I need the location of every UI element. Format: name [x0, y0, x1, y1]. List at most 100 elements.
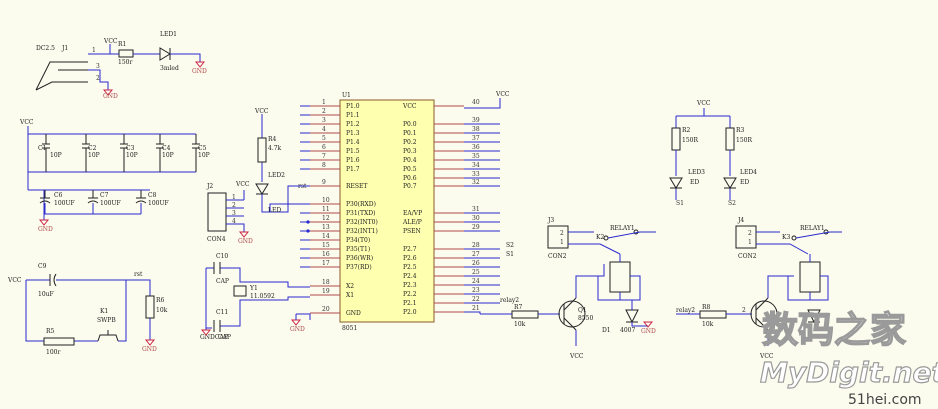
- ic-pins: 1P1.02P1.13P1.24P1.35P1.46P1.57P1.68P1.7…: [269, 99, 514, 317]
- r3-value: 150R: [736, 137, 752, 144]
- s2-label-leds: S2: [728, 200, 736, 207]
- connector-j3: [547, 225, 569, 249]
- ic-pin-name: P32(INT0): [346, 219, 378, 226]
- ic-pin-number: 1: [322, 99, 326, 106]
- c3-label: C3: [126, 145, 135, 152]
- ic-pin-number: 11: [322, 206, 330, 213]
- u1-label: U1: [342, 92, 351, 99]
- ic-pin-name: P31(TXD): [346, 210, 375, 217]
- ic-pin-name: P2.3: [403, 282, 417, 289]
- r5-label: R5: [46, 328, 55, 335]
- led4-icon: [723, 177, 737, 189]
- vcc-label-jack: VCC: [103, 38, 118, 45]
- ic-pin-number: 6: [322, 144, 326, 151]
- ic-pin-name: GND: [346, 310, 361, 317]
- led2-label: LED2: [268, 172, 285, 179]
- svg-text:1: 1: [92, 47, 96, 54]
- gnd-label-led1: GND: [192, 68, 207, 75]
- c9-value: 10uF: [38, 291, 54, 298]
- r5-value: 100r: [46, 349, 60, 356]
- power-jack-section: DC2.5 J1 1 3 2 VCC R1 150r LED1 3mled GN…: [35, 31, 207, 100]
- ic-pin-number: 27: [472, 251, 480, 258]
- ic-pin-number: 25: [472, 269, 480, 276]
- ic-pin-name: P35(T1): [346, 246, 370, 253]
- j2-label: J2: [206, 183, 213, 190]
- r7-value: 10k: [514, 321, 526, 328]
- ic-pin-number: 18: [322, 279, 330, 286]
- ic-pin-number: 26: [472, 260, 480, 267]
- r2-label: R2: [682, 127, 691, 134]
- ic-pin-name: P1.2: [346, 121, 360, 128]
- ic-8051: U1 8051 1P1.02P1.13P1.24P1.35P1.46P1.57P…: [269, 92, 514, 332]
- relay1-label-k3: RELAY1: [800, 225, 825, 232]
- gndcap-label: GNDCAP: [200, 334, 228, 341]
- vcc-label-leds: VCC: [696, 100, 711, 107]
- connector-j2: [207, 192, 227, 232]
- svg-text:1: 1: [748, 239, 752, 246]
- c10-label: C10: [216, 253, 228, 260]
- dc-jack-label: DC2.5: [36, 45, 55, 52]
- ic-pin-name: EA/VP: [403, 210, 422, 217]
- ic-pin-number: 15: [322, 242, 330, 249]
- swpb-label: SWPB: [97, 317, 116, 324]
- c7-label: C7: [100, 192, 109, 199]
- ic-pin-number: 28: [472, 242, 480, 249]
- watermark-site: 51hei.com: [848, 392, 922, 408]
- relay-driver-2: J4 2 1 CON2 K3 RELAY1 relay2 R8 10k VCC …: [676, 217, 842, 360]
- ic-pin-number: 5: [322, 135, 326, 142]
- ic-pin-number: 39: [472, 117, 480, 124]
- ic-pin-name: VCC: [402, 103, 417, 110]
- gnd-icon: [200, 329, 212, 336]
- d1-label: D1: [602, 327, 611, 334]
- relay-coil-2: [799, 261, 821, 293]
- svg-text:3: 3: [232, 210, 236, 217]
- ic-pin-number: 31: [472, 206, 480, 213]
- ic-pin-name: P36(WR): [346, 255, 373, 262]
- ic-pin-name: ALE/P: [402, 219, 422, 226]
- r8-value: 10k: [702, 321, 714, 328]
- ic-pin-name: P2.4: [403, 273, 417, 280]
- ic-pin-name: PSEN: [403, 228, 421, 235]
- ic-pin-number: 3: [322, 117, 326, 124]
- ic-pin-number: 12: [322, 215, 330, 222]
- con2-label-2: CON2: [738, 253, 757, 260]
- ic-pin-number: 2: [322, 108, 326, 115]
- con4-label: CON4: [207, 236, 226, 243]
- c7-value: 100UF: [100, 200, 121, 207]
- relay-driver-1: relay2 R7 10k Q1 8550 VCC D1 4007 GND J3…: [480, 217, 656, 360]
- ic-pin-name: P1.5: [346, 148, 360, 155]
- j1-label: J1: [61, 45, 68, 52]
- gnd-label-caps: GND: [38, 226, 53, 233]
- j4-label: J4: [737, 217, 744, 224]
- resistor-r4: [257, 137, 267, 163]
- ic-pin-number: 32: [472, 179, 480, 186]
- ic-pin-name: P37(RD): [346, 264, 372, 271]
- capacitor-bank: VCC C1 10P C2 10P C3 10P C4 10P C5 10P C…: [19, 119, 210, 233]
- ic-pin-name: P1.3: [346, 130, 360, 137]
- gnd-label-jack: GND: [103, 93, 118, 100]
- c4-label: C4: [162, 145, 171, 152]
- ic-pin-name: P2.6: [403, 255, 417, 262]
- c4-value: 10P: [162, 152, 174, 159]
- r6-value: 10k: [156, 307, 168, 314]
- s1-label-leds: S1: [676, 200, 684, 207]
- r6-label: R6: [156, 297, 165, 304]
- led1-icon: [159, 47, 171, 61]
- watermark: 数码之家 MyDigit.net 51hei.com: [759, 309, 938, 408]
- svg-text:3: 3: [96, 63, 100, 70]
- c2-value: 10P: [88, 152, 100, 159]
- rst-label-reset: rst: [134, 271, 143, 278]
- led-net: [269, 203, 300, 212]
- led1-label: LED1: [160, 31, 177, 38]
- watermark-en: MyDigit.net: [760, 356, 938, 389]
- r1-value: 150r: [118, 59, 132, 66]
- vcc-label-reset: VCC: [7, 277, 22, 284]
- c1-value: 10P: [50, 152, 62, 159]
- led4-label: LED4: [740, 169, 757, 176]
- ic-pin-name: P0.4: [403, 157, 417, 164]
- r1-label: R1: [118, 41, 126, 48]
- ic-pin-number: 33: [472, 171, 480, 178]
- vcc-label-ic: VCC: [495, 91, 510, 98]
- con2-label-1: CON2: [548, 253, 567, 260]
